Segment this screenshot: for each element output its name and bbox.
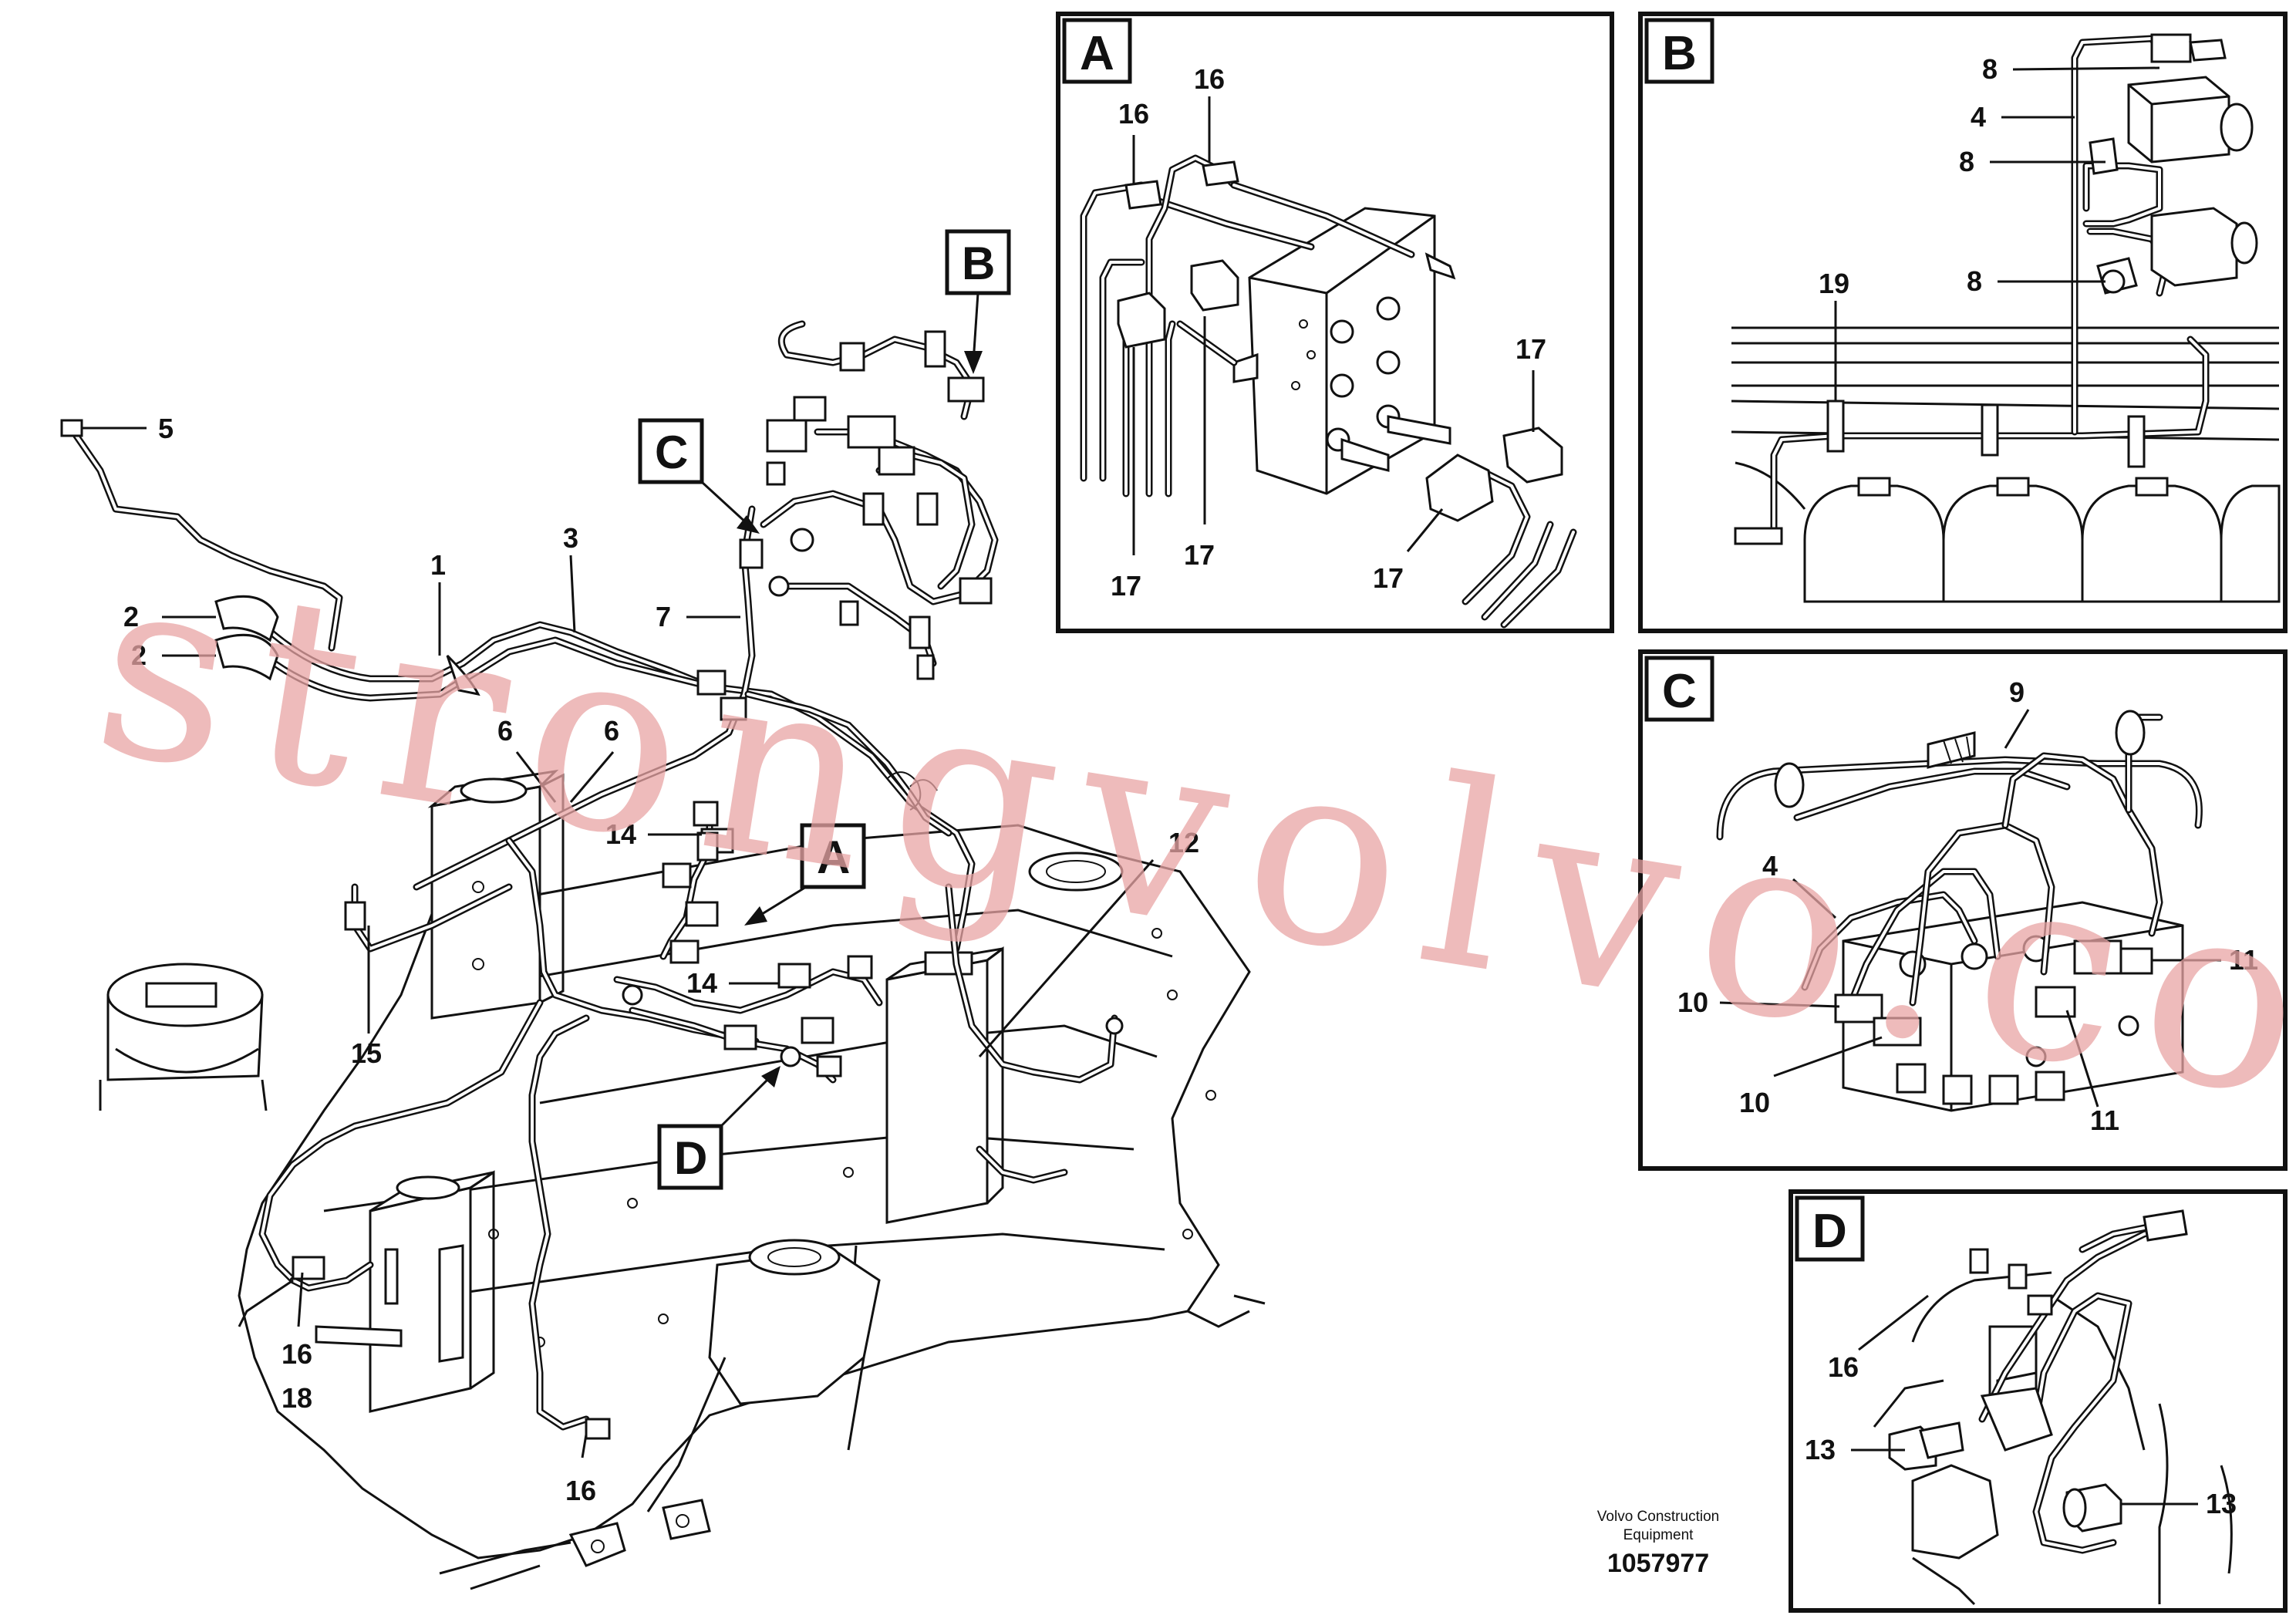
inset-d-callout-13: 13 [1805, 1434, 1836, 1465]
inset-c: C [1638, 649, 2288, 1171]
view-marker-b: B [945, 229, 1011, 374]
inset-a-callout-17: 17 [1111, 570, 1141, 602]
drawing-number: 1057977 [1607, 1549, 1710, 1578]
inset-a-title: A [1080, 27, 1114, 80]
callout-2: 2 [131, 639, 147, 671]
hose-assembly-5 [60, 419, 343, 652]
inset-a-callout-17: 17 [1515, 333, 1546, 365]
callout-15: 15 [351, 1037, 382, 1069]
harness-cluster [760, 320, 999, 680]
callout-18: 18 [282, 1382, 312, 1414]
inset-a-callout-16: 16 [1194, 63, 1225, 95]
inset-a-callout-16: 16 [1118, 98, 1149, 130]
inset-c-callout-4: 4 [1762, 850, 1778, 882]
inset-d-callout-16: 16 [1828, 1351, 1859, 1383]
company-line-1: Volvo Construction [1596, 1509, 1720, 1525]
inset-b-callout-19: 19 [1819, 268, 1849, 299]
svg-text:C: C [655, 427, 688, 478]
inset-d: D 16 13 13 [1789, 1189, 2288, 1613]
view-marker-d: D [657, 1066, 781, 1190]
svg-text:B: B [962, 238, 995, 289]
inset-c-callout-10: 10 [1739, 1087, 1770, 1118]
callout-7: 7 [656, 601, 671, 632]
callout-6: 6 [604, 715, 619, 747]
inset-c-title: C [1662, 665, 1697, 718]
inset-b-callout-4: 4 [1971, 101, 1986, 133]
main-drawing [60, 320, 1266, 1590]
svg-text:A: A [817, 831, 850, 883]
callout-14: 14 [605, 818, 636, 850]
inset-d-title: D [1812, 1205, 1847, 1258]
inset-d-callout-13: 13 [2206, 1488, 2237, 1519]
svg-text:D: D [674, 1132, 707, 1184]
connectors-14-15 [344, 831, 719, 953]
inset-a: A [1056, 12, 1614, 633]
inset-c-callout-11: 11 [2090, 1104, 2119, 1136]
inset-b-callout-8: 8 [1967, 265, 1982, 297]
callout-16: 16 [565, 1475, 596, 1506]
callout-12: 12 [1168, 827, 1199, 858]
inset-a-callout-17: 17 [1373, 562, 1404, 594]
company-label: Volvo Construction Equipment [1542, 1508, 1774, 1545]
view-marker-c: C [638, 418, 760, 534]
front-mount-tower [315, 1170, 495, 1413]
callout-3: 3 [563, 522, 578, 554]
view-marker-a: A [744, 823, 866, 926]
callout-2: 2 [123, 601, 139, 632]
right-harness-run [744, 690, 1124, 1184]
callout-5: 5 [158, 413, 174, 444]
callout-16: 16 [282, 1338, 312, 1370]
callout-1: 1 [430, 549, 446, 581]
inset-b-callout-8: 8 [1959, 146, 1974, 177]
callout-14: 14 [686, 967, 717, 999]
hose-7 [413, 505, 764, 1045]
inset-b: B [1638, 12, 2288, 633]
inset-b-title: B [1662, 27, 1697, 80]
company-line-2: Equipment [1623, 1527, 1694, 1543]
main-callouts: 5 2 2 1 3 7 6 6 14 14 15 12 16 18 16 [81, 413, 1199, 1506]
inset-b-callout-8: 8 [1982, 53, 1998, 85]
inset-a-callout-17: 17 [1184, 539, 1215, 571]
inset-c-callout-11: 11 [2229, 944, 2258, 976]
inset-c-callout-10: 10 [1677, 986, 1708, 1018]
inset-c-callout-9: 9 [2009, 676, 2025, 708]
callout-6: 6 [497, 715, 513, 747]
right-mount-tower [885, 946, 1004, 1224]
left-pedestal [99, 963, 268, 1111]
view-reference-markers: B C A D [638, 229, 1011, 1190]
